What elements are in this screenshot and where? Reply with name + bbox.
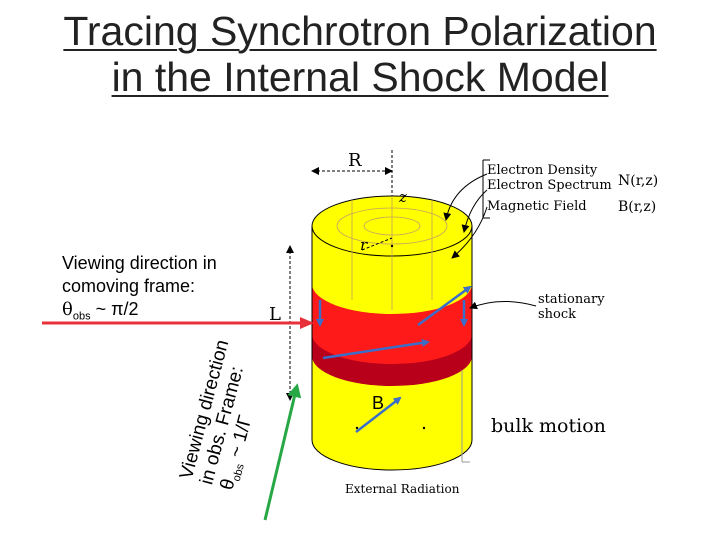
label-external-radiation: External Radiation [345, 482, 460, 496]
comoving-sub: obs [72, 310, 91, 323]
label-magnetic-field: Magnetic Field [487, 199, 587, 214]
label-N: N(r,z) [618, 173, 658, 189]
density-dots [355, 244, 426, 430]
label-B-field: B(r,z) [618, 199, 656, 215]
bulk-motion-annotation: bulk motion [461, 370, 606, 463]
property-legend: Electron Density Electron Spectrum Magne… [482, 159, 658, 219]
label-bulk-motion: bulk motion [491, 415, 606, 437]
b-field-vectors [316, 285, 472, 433]
label-stationary: stationary [538, 292, 605, 307]
label-L: L [269, 304, 281, 325]
comoving-line-3: θobs ~ π/2 [62, 298, 217, 329]
radius-dimension: R z r [311, 150, 407, 254]
comoving-line-1: Viewing direction in [62, 253, 217, 273]
comoving-theta: θ [62, 299, 73, 320]
observer-sub: obs [230, 462, 247, 483]
stationary-shock-annotation: stationary shock [469, 292, 605, 322]
label-electron-density: Electron Density [487, 163, 598, 178]
title-line-1: Tracing Synchrotron Polarization [63, 8, 657, 54]
label-B: B [372, 393, 384, 413]
comoving-rest: ~ π/2 [90, 299, 139, 319]
comoving-line-2: comoving frame: [62, 276, 196, 296]
label-R: R [348, 150, 362, 171]
label-electron-spectrum: Electron Spectrum [487, 178, 612, 193]
observer-view-arrow [263, 383, 302, 521]
cylinder-bottom [311, 355, 473, 471]
label-z: z [398, 188, 407, 206]
title-line-2: in the Internal Shock Model [111, 54, 609, 100]
comoving-frame-label: Viewing direction in comoving frame: θob… [62, 252, 217, 329]
slide-title: Tracing Synchrotron Polarization in the … [0, 8, 720, 100]
legend-pointers [443, 173, 488, 259]
label-r: r [360, 236, 368, 254]
label-shock: shock [538, 307, 576, 322]
cylinder-grid [336, 196, 448, 310]
